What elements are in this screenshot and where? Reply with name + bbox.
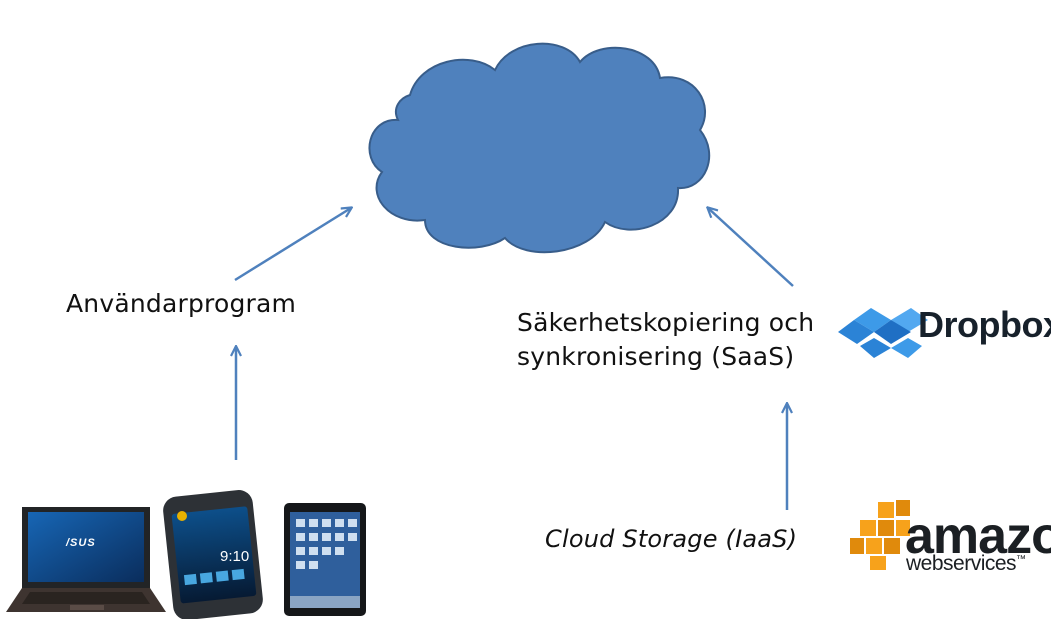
smartphone-icon [163,490,263,619]
backup-label-line1: Säkerhetskopiering och [517,308,815,337]
dropbox-logo-icon [838,308,928,358]
dropbox-wordmark: Dropbox [918,304,1051,345]
node-label-backup-sync: Säkerhetskopiering och synkronisering (S… [517,306,814,374]
arrow-saas-to-cloud [708,208,794,287]
aws-subtitle: webservices™ [906,552,1026,576]
node-label-cloud-storage: Cloud Storage (IaaS) [545,525,798,553]
phone-clock-text: 9:10 [220,548,250,565]
backup-label-line2: synkronisering (SaaS) [517,342,795,371]
aws-cubes-icon [850,500,910,570]
amazon-wordmark: amazon [905,507,1051,565]
cloud-shape [368,42,711,254]
aws-subtitle-text: webservices [906,552,1017,575]
node-label-user-apps: Användarprogram [66,289,297,318]
laptop-brand-text: /SUS [66,537,96,549]
arrow-apps-to-cloud [234,208,351,282]
tablet-icon [284,503,366,616]
laptop-icon [6,507,166,612]
aws-trademark: ™ [1016,554,1026,565]
